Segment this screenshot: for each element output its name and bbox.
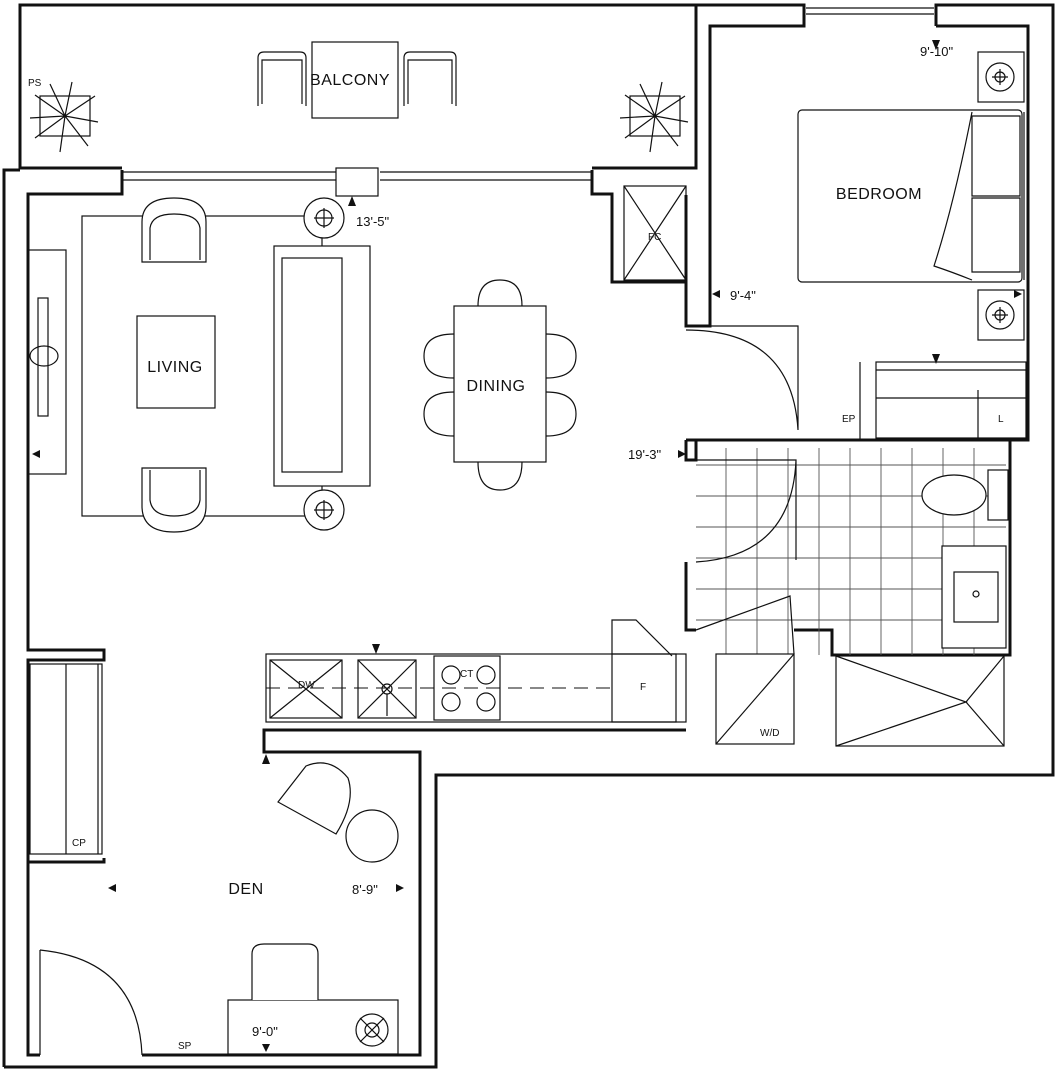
dim-bedroom-depth: 9'-4": [730, 288, 756, 303]
label-ps: PS: [28, 78, 42, 89]
nightstand-lamp-icon: [977, 51, 1025, 103]
dim-bedroom-width: 9'-10": [920, 44, 954, 59]
label-dw: DW: [298, 680, 315, 691]
kitchen: [265, 619, 687, 723]
dimension-markers: [32, 40, 1022, 1052]
room-label-balcony: BALCONY: [310, 72, 390, 89]
living-furniture: [27, 197, 371, 533]
dim-den-width: 8'-9": [352, 882, 378, 897]
room-labels: BALCONY BEDROOM LIVING DINING DEN: [147, 72, 922, 898]
dim-den-depth: 9'-0": [252, 1024, 278, 1039]
room-label-den: DEN: [228, 881, 263, 898]
plant-icon: [29, 81, 99, 153]
label-ep: EP: [842, 414, 856, 425]
label-l: L: [998, 414, 1004, 425]
room-label-living: LIVING: [147, 359, 202, 376]
bathroom: [695, 448, 1009, 747]
dining-furniture: [423, 279, 577, 491]
nightstand-lamp-icon: [977, 289, 1025, 341]
entry-door: [685, 325, 799, 431]
room-label-bedroom: BEDROOM: [836, 186, 922, 203]
plant-icon: [619, 81, 689, 153]
label-cp: CP: [72, 838, 86, 849]
bedroom-furniture: [797, 51, 1027, 440]
label-sp: SP: [178, 1041, 192, 1052]
front-closet: [623, 185, 687, 281]
label-fc: FC: [648, 232, 661, 243]
dim-living-width: 13'-5": [356, 214, 390, 229]
label-ct: CT: [460, 669, 473, 680]
dimension-labels: 13'-5" 9'-10" 9'-4" 19'-3" 8'-9" 9'-0": [252, 44, 954, 1039]
balcony-furniture: [29, 41, 689, 153]
room-label-dining: DINING: [467, 378, 526, 395]
lamp-icon: [355, 1013, 389, 1047]
dim-unit-length: 19'-3": [628, 447, 662, 462]
label-f: F: [640, 682, 646, 693]
lamp-icon: [303, 197, 345, 239]
tv-icon: [29, 297, 59, 417]
fixture-labels: PS FC EP L DW CT F W/D CP SP: [28, 78, 1004, 1052]
label-wd: W/D: [760, 728, 779, 739]
lamp-icon: [303, 489, 345, 531]
windows: [122, 7, 934, 197]
den-furniture: [29, 663, 399, 1056]
